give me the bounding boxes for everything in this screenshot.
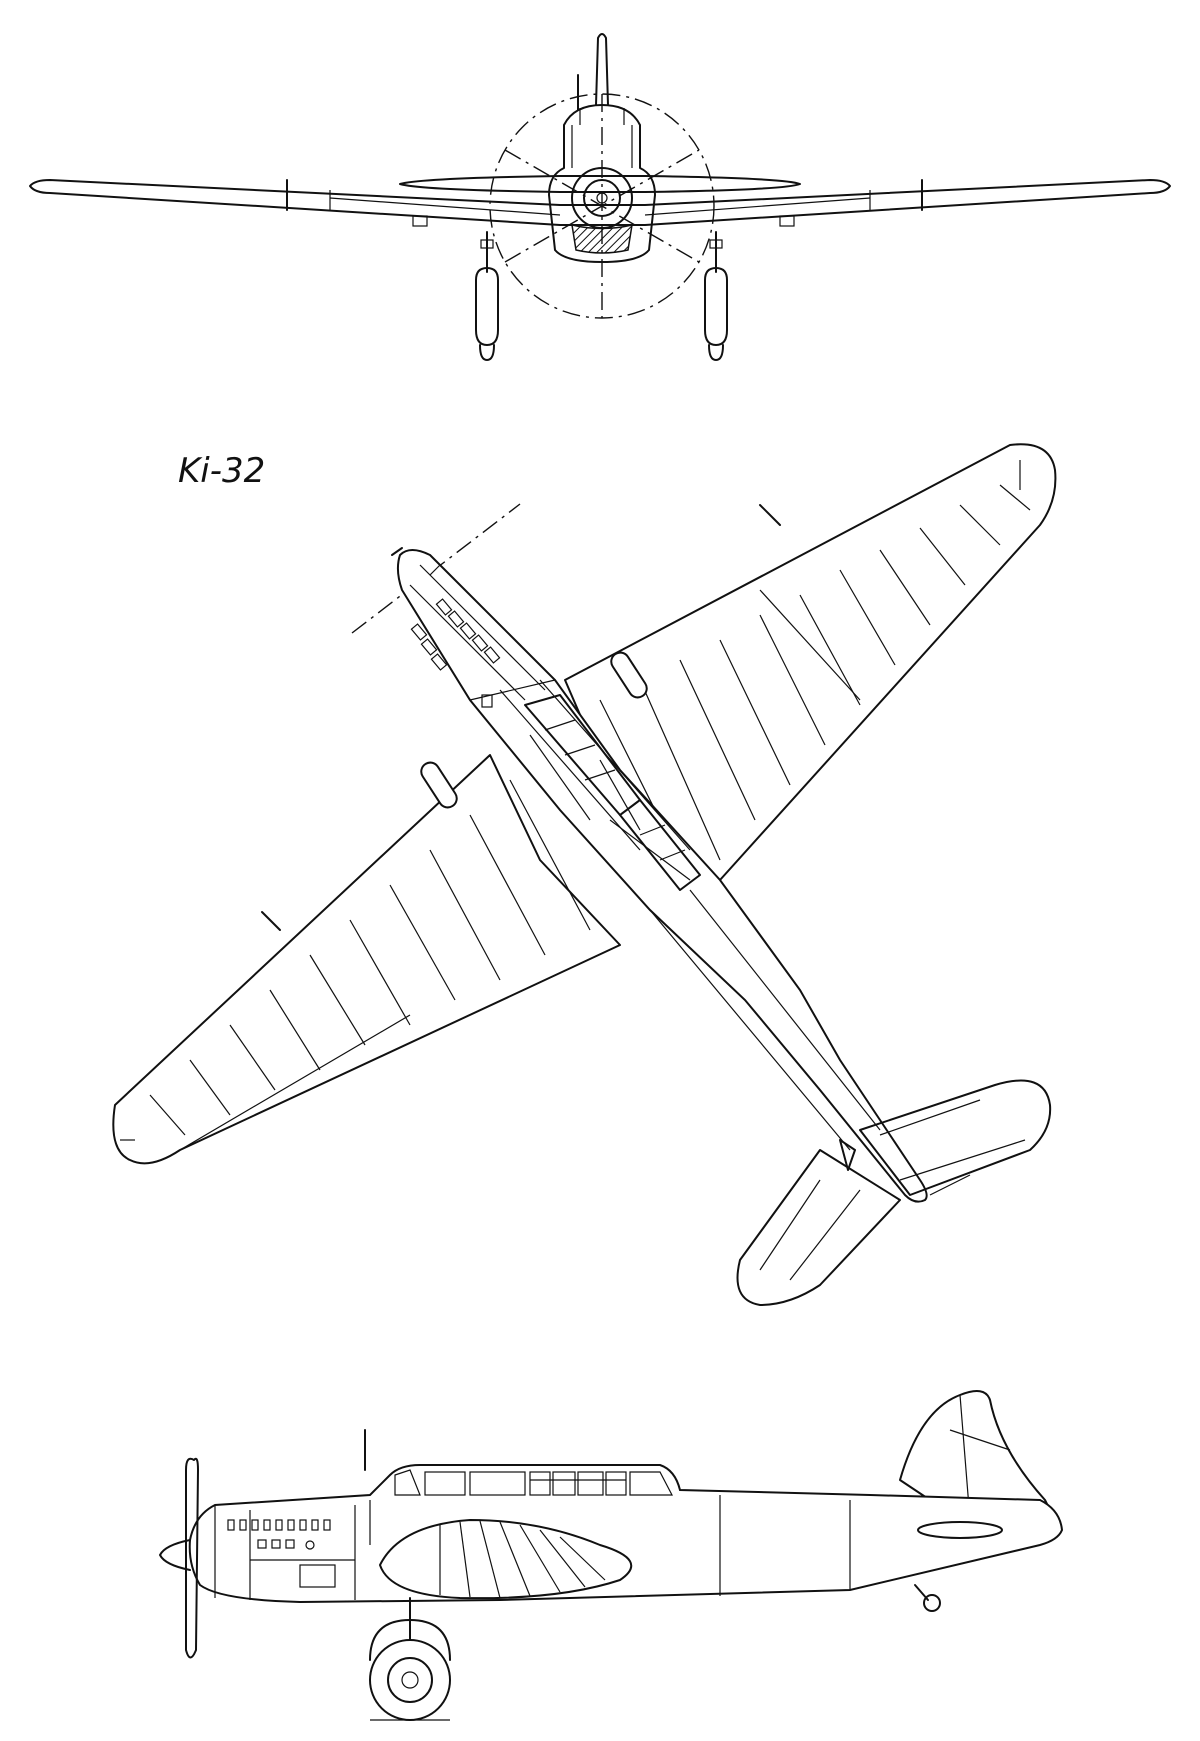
right-wing-plan — [564, 443, 1057, 901]
side-view — [159, 1390, 1064, 1721]
aircraft-designation-label: Ki-32 — [178, 451, 265, 491]
tail-wheel-side — [923, 1594, 941, 1612]
plan-view — [112, 443, 1057, 1306]
left-tailplane-plan — [736, 1149, 901, 1306]
wing-root-side — [379, 1519, 633, 1600]
front-view — [29, 33, 1171, 361]
right-wheel-spat — [704, 267, 728, 346]
fuselage-plan — [396, 549, 928, 1203]
left-wing-plan — [112, 754, 621, 1165]
front-wing — [29, 179, 1171, 226]
fuselage-side — [188, 1464, 1064, 1604]
main-wheel-side — [369, 1639, 451, 1721]
left-wheel-spat — [475, 267, 499, 346]
right-tailplane-plan — [859, 1079, 1052, 1196]
propeller-side — [185, 1457, 199, 1659]
front-fuselage — [548, 104, 656, 263]
fin-side — [899, 1390, 1061, 1531]
